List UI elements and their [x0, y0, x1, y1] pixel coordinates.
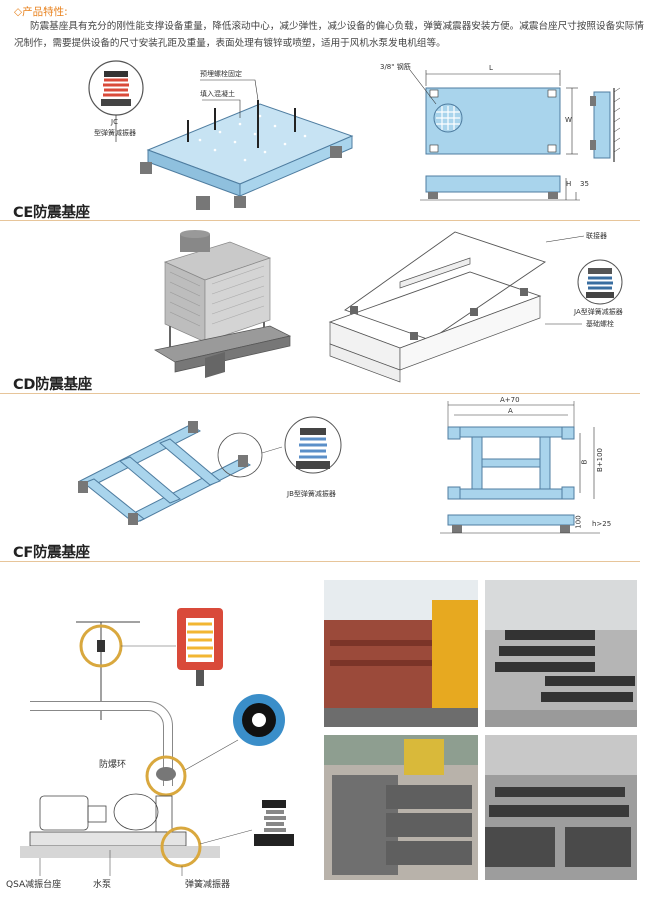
photo-flat-bases [485, 735, 637, 880]
cooling-tower-image [154, 230, 292, 378]
label-qsa-base: QSA减振台座 [6, 880, 62, 890]
separator-cd [0, 393, 640, 394]
pump-installation-diagram [20, 608, 294, 876]
label-water-pump: 水泵 [93, 880, 112, 890]
cf-section-title: CF防震基座 [13, 545, 90, 561]
cf-frame-3d [78, 424, 252, 524]
dim-h: H [566, 180, 572, 188]
label-embedded-bolt: 预埋螺栓固定 [200, 70, 242, 78]
intro-paragraph: 防震基座具有充分的刚性能支撑设备重量，降低滚动中心，减少弹性，减少设备的偏心负载… [14, 21, 644, 49]
dim-a: A [508, 407, 513, 415]
label-jc: JC [111, 118, 118, 126]
label-ja-isolator: JA型弹簧减振器 [574, 308, 623, 316]
cd-frame-drawing [328, 231, 547, 383]
label-jb-isolator: JB型弹簧减振器 [287, 490, 336, 498]
hanger-isolator-icon [177, 608, 223, 686]
label-anti-burst-ring: 防爆环 [99, 760, 127, 770]
label-foundation-bolt: 基础螺栓 [586, 320, 614, 328]
ce-top-view-drawing [409, 69, 621, 201]
rubber-joint-icon [233, 694, 285, 746]
photo-truck-loading [324, 580, 478, 727]
jb-isolator-icon [284, 416, 342, 474]
separator-cf [0, 561, 640, 562]
dim-h25: h>25 [592, 520, 612, 528]
cd-illustration [154, 230, 623, 383]
ce-perspective-illustration [88, 60, 621, 210]
dim-b: B [580, 459, 589, 465]
dim-l: L [489, 64, 493, 72]
cd-section-title: CD防震基座 [13, 377, 92, 393]
ce-section-title: CE防震基座 [13, 205, 90, 221]
label-connector: 联接器 [586, 232, 607, 240]
dim-rebar: 3/8" 钢筋 [380, 63, 411, 71]
label-spring-isolator: 弹簧减振器 [185, 880, 231, 890]
label-jc-isolator: 型弹簧减振器 [94, 129, 136, 137]
dim-b100: B+100 [596, 447, 605, 473]
photo-concrete-bases [324, 735, 478, 880]
cf-illustration [78, 401, 600, 534]
dim-w: W [565, 116, 572, 124]
section-heading: ◇产品特性: [14, 6, 68, 18]
dim-a70: A+70 [500, 396, 520, 404]
label-fill-concrete: 填入混凝土 [200, 90, 235, 98]
floor-isolator-icon [254, 800, 294, 846]
separator-ce [0, 220, 640, 221]
ja-isolator-icon [577, 259, 623, 305]
dim-100: 100 [574, 515, 583, 529]
dim-35: 35 [580, 180, 589, 188]
cf-plan-drawing [440, 401, 600, 534]
photo-stacked-bases [485, 580, 637, 727]
jc-isolator-icon [88, 60, 144, 116]
